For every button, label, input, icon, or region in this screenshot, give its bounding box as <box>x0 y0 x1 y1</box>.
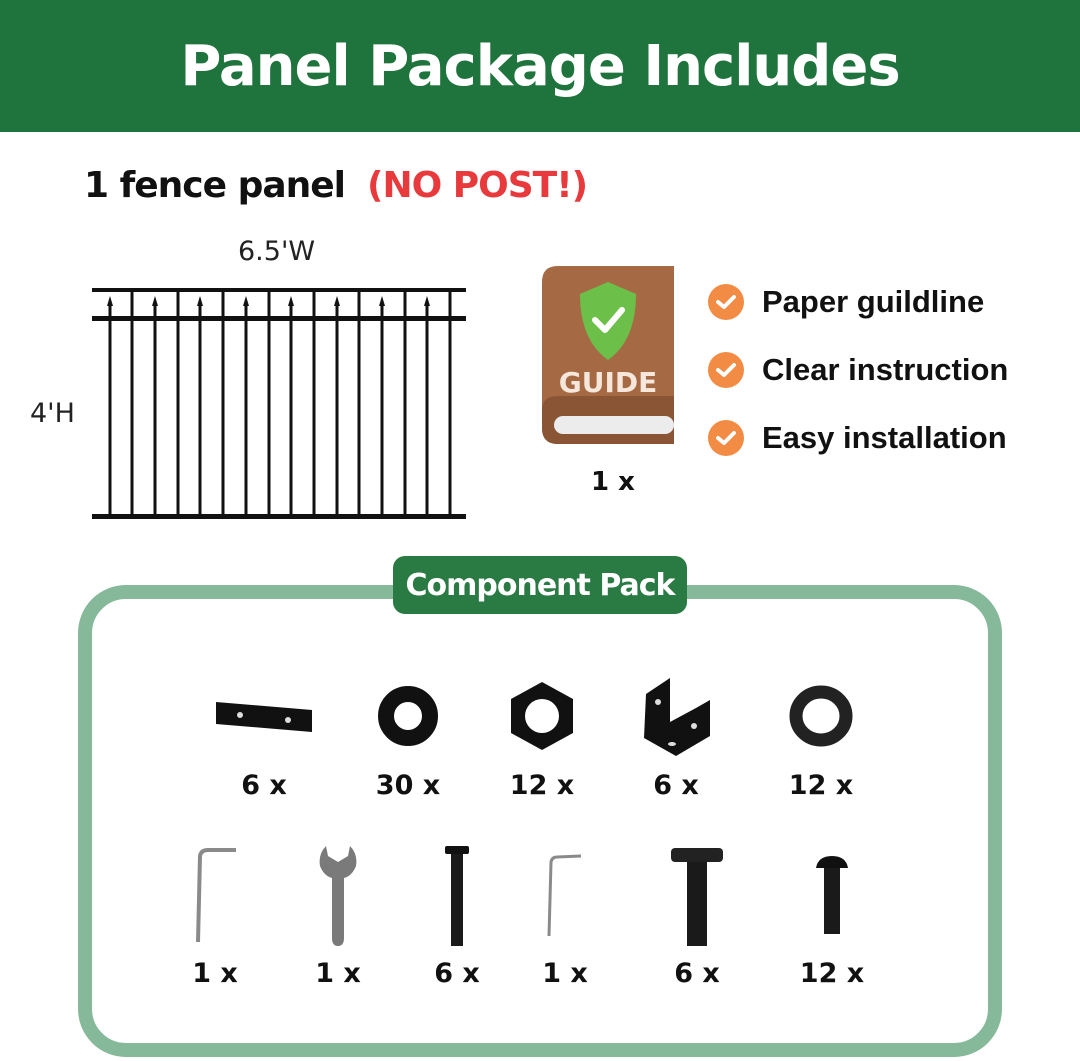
component-quantity: 1 x <box>315 958 361 989</box>
check-circle-icon <box>708 284 744 320</box>
feature-label: Clear instruction <box>762 352 1009 387</box>
component-quantity: 6 x <box>674 958 720 989</box>
long-bolt-icon <box>445 846 469 946</box>
round-washer-icon <box>378 686 438 746</box>
component-quantity: 30 x <box>375 770 441 801</box>
component-item: 6 x <box>606 668 746 801</box>
feature-label: Paper guildline <box>762 284 985 319</box>
height-dimension: 4'H <box>30 398 75 429</box>
t-head-bolt-icon <box>671 848 723 946</box>
feature-item: Paper guildline <box>708 268 1008 336</box>
check-circle-icon <box>708 352 744 388</box>
hex-nut-icon <box>511 682 573 750</box>
guide-book-icon: GUIDE <box>542 266 674 444</box>
component-item: 12 x <box>762 840 902 1000</box>
check-circle-icon <box>708 420 744 456</box>
component-item: 1 x <box>495 840 635 1000</box>
component-quantity: 12 x <box>799 958 865 989</box>
component-item: 6 x <box>194 668 334 801</box>
feature-item: Clear instruction <box>708 336 1008 404</box>
width-dimension: 6.5'W <box>238 236 316 267</box>
allen-key-small-icon <box>547 854 582 937</box>
component-quantity: 6 x <box>653 770 699 801</box>
panel-count-label: 1 fence panel <box>84 165 346 206</box>
component-item: 12 x <box>472 668 612 801</box>
guide-quantity: 1 x <box>591 467 635 497</box>
button-head-screw-icon <box>816 856 848 934</box>
component-quantity: 12 x <box>509 770 575 801</box>
component-pack-tag: Component Pack <box>393 556 687 614</box>
feature-list: Paper guildline Clear instruction Easy i… <box>708 268 1008 472</box>
component-item: 12 x <box>751 668 891 801</box>
component-item: 30 x <box>338 668 478 801</box>
component-pack-title: Component Pack <box>405 567 676 603</box>
feature-item: Easy installation <box>708 404 1008 472</box>
allen-key-large-icon <box>196 848 236 943</box>
component-item: 1 x <box>145 840 285 1000</box>
wrench-icon <box>319 846 357 946</box>
component-quantity: 1 x <box>192 958 238 989</box>
component-item: 6 x <box>627 840 767 1000</box>
component-quantity: 1 x <box>542 958 588 989</box>
component-item: 1 x <box>268 840 408 1000</box>
flat-bar-plate-icon <box>216 702 312 732</box>
fence-panel-icon <box>92 288 466 519</box>
component-quantity: 6 x <box>434 958 480 989</box>
panel-title: 1 fence panel (NO POST!) <box>84 165 588 206</box>
u-bracket-icon <box>644 678 710 756</box>
no-post-warning: (NO POST!) <box>367 165 588 206</box>
component-quantity: 6 x <box>241 770 287 801</box>
feature-label: Easy installation <box>762 420 1007 455</box>
component-item: 6 x <box>387 840 527 1000</box>
page-title: Panel Package Includes <box>180 33 900 99</box>
svg-text:GUIDE: GUIDE <box>559 366 658 399</box>
rubber-washer-icon <box>789 685 853 747</box>
component-quantity: 12 x <box>788 770 854 801</box>
header-banner: Panel Package Includes <box>0 0 1080 132</box>
